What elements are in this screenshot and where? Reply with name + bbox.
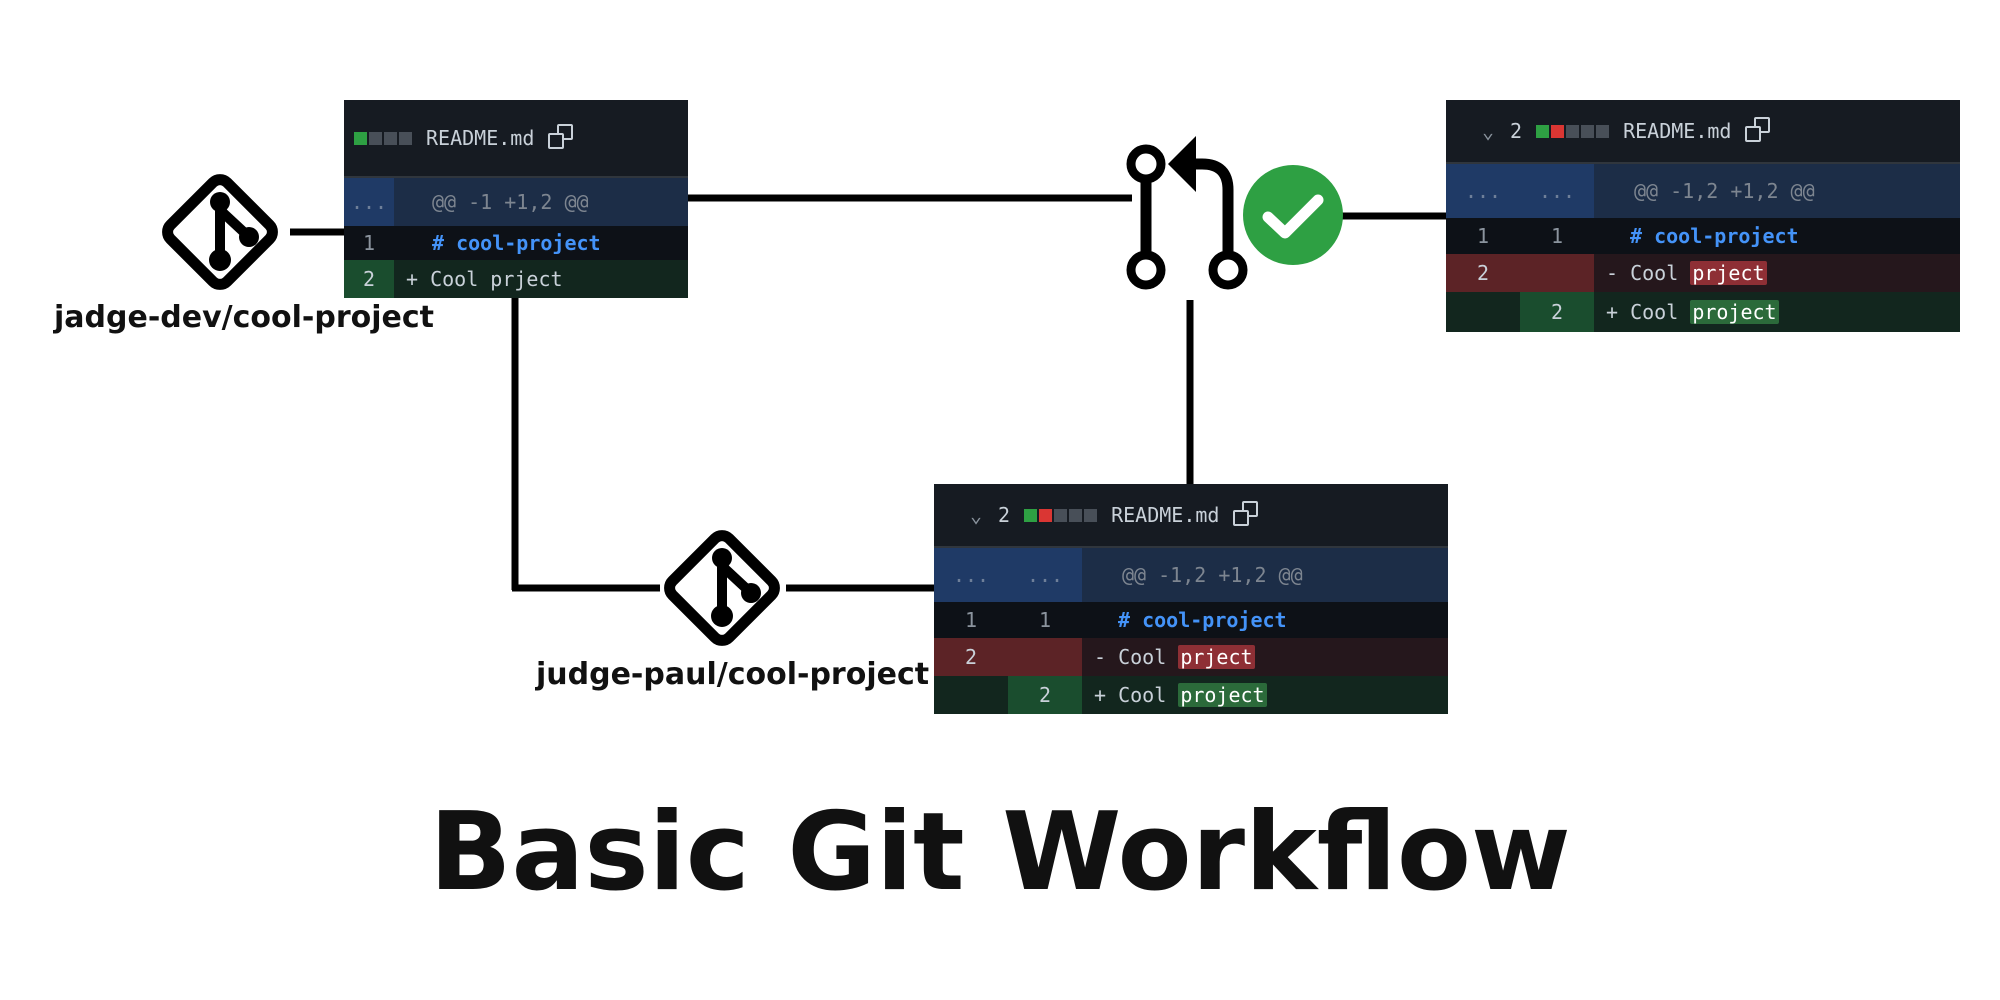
line-number: 1 (362, 231, 376, 255)
chevron-down-icon[interactable]: ⌄ (1482, 119, 1495, 143)
git-pull-request-icon (1126, 136, 1248, 290)
deleted-word: prject (1690, 261, 1767, 285)
hunk-header-row: ... ... @@ -1,2 +1,2 @@ (934, 548, 1448, 602)
repo-label-paul: judge-paul/cool-project (536, 657, 930, 692)
line-text: Cool (1630, 261, 1691, 285)
hunk-header: @@ -1 +1,2 @@ (432, 190, 589, 214)
add-marker: + (1094, 683, 1107, 707)
diff-row-deleted: 2 - Cool prject (934, 638, 1448, 676)
added-word: project (1178, 683, 1267, 707)
add-marker: + (1606, 300, 1619, 324)
line-text: Cool prject (430, 267, 563, 291)
line-text: cool-project (1142, 608, 1287, 632)
diff-panel-paul: ⌄ 2 README.md ... ... @@ -1,2 +1,2 @@ 1 … (934, 484, 1448, 714)
old-line-number: 2 (934, 638, 1008, 676)
file-name: README.md (1111, 503, 1220, 527)
git-branch-icon (664, 530, 780, 646)
line-number: 2 (344, 260, 394, 298)
heading-marker: # (432, 231, 445, 255)
file-name: README.md (1623, 119, 1732, 143)
hunk-gutter-old[interactable]: ... (1446, 164, 1520, 218)
delete-marker: - (1094, 645, 1107, 669)
heading-marker: # (1630, 224, 1643, 248)
new-line-number: 1 (1038, 608, 1052, 632)
diff-panel-dev: README.md ... @@ -1 +1,2 @@ 1 # cool-pro… (344, 100, 688, 298)
new-line-number-empty (1520, 254, 1594, 292)
old-line-number: 1 (964, 608, 978, 632)
copy-icon[interactable] (1745, 117, 1773, 145)
hunk-header-row: ... @@ -1 +1,2 @@ (344, 178, 688, 226)
diff-row-added: 2 + Cool project (1446, 292, 1960, 332)
hunk-gutter-new[interactable]: ... (1520, 164, 1594, 218)
new-line-number: 1 (1550, 224, 1564, 248)
change-count: 2 (998, 503, 1011, 527)
diffstat-blocks (1024, 508, 1099, 522)
line-text: Cool (1118, 645, 1179, 669)
heading-marker: # (1118, 608, 1131, 632)
copy-icon[interactable] (1233, 501, 1261, 529)
git-branch-icon (162, 174, 278, 290)
check-circle-icon (1243, 165, 1343, 265)
diff-row: 1 1 # cool-project (934, 602, 1448, 638)
diff-row-deleted: 2 - Cool prject (1446, 254, 1960, 292)
diffstat-blocks (1536, 124, 1611, 138)
line-text: cool-project (456, 231, 601, 255)
line-text: cool-project (1654, 224, 1799, 248)
diff-row-added: 2 + Cool prject (344, 260, 688, 298)
file-name: README.md (426, 126, 535, 150)
new-line-number-empty (1008, 638, 1082, 676)
hunk-gutter-new[interactable]: ... (1008, 548, 1082, 602)
line-text: Cool (1118, 683, 1179, 707)
hunk-header-row: ... ... @@ -1,2 +1,2 @@ (1446, 164, 1960, 218)
old-line-number: 1 (1476, 224, 1490, 248)
diff-row: 1 1 # cool-project (1446, 218, 1960, 254)
change-count: 2 (1510, 119, 1523, 143)
file-header: README.md (344, 100, 688, 178)
delete-marker: - (1606, 261, 1619, 285)
deleted-word: prject (1178, 645, 1255, 669)
old-line-number: 2 (1446, 254, 1520, 292)
new-line-number: 2 (1520, 292, 1594, 332)
hunk-gutter[interactable]: ... (344, 178, 394, 226)
chevron-down-icon[interactable]: ⌄ (970, 503, 983, 527)
hunk-header: @@ -1,2 +1,2 @@ (1122, 563, 1303, 587)
old-line-number-empty (1446, 292, 1520, 332)
file-header: ⌄ 2 README.md (934, 484, 1448, 548)
line-text: Cool (1630, 300, 1691, 324)
add-marker: + (406, 267, 419, 291)
added-word: project (1690, 300, 1779, 324)
new-line-number: 2 (1008, 676, 1082, 714)
hunk-header: @@ -1,2 +1,2 @@ (1634, 179, 1815, 203)
page-title: Basic Git Workflow (429, 790, 1571, 915)
hunk-gutter-old[interactable]: ... (934, 548, 1008, 602)
repo-label-dev: jadge-dev/cool-project (54, 300, 434, 335)
old-line-number-empty (934, 676, 1008, 714)
copy-icon[interactable] (548, 124, 576, 152)
diff-panel-merged: ⌄ 2 README.md ... ... @@ -1,2 +1,2 @@ 1 … (1446, 100, 1960, 332)
diff-row: 1 # cool-project (344, 226, 688, 260)
diffstat-blocks (354, 131, 414, 145)
file-header: ⌄ 2 README.md (1446, 100, 1960, 164)
diff-row-added: 2 + Cool project (934, 676, 1448, 714)
